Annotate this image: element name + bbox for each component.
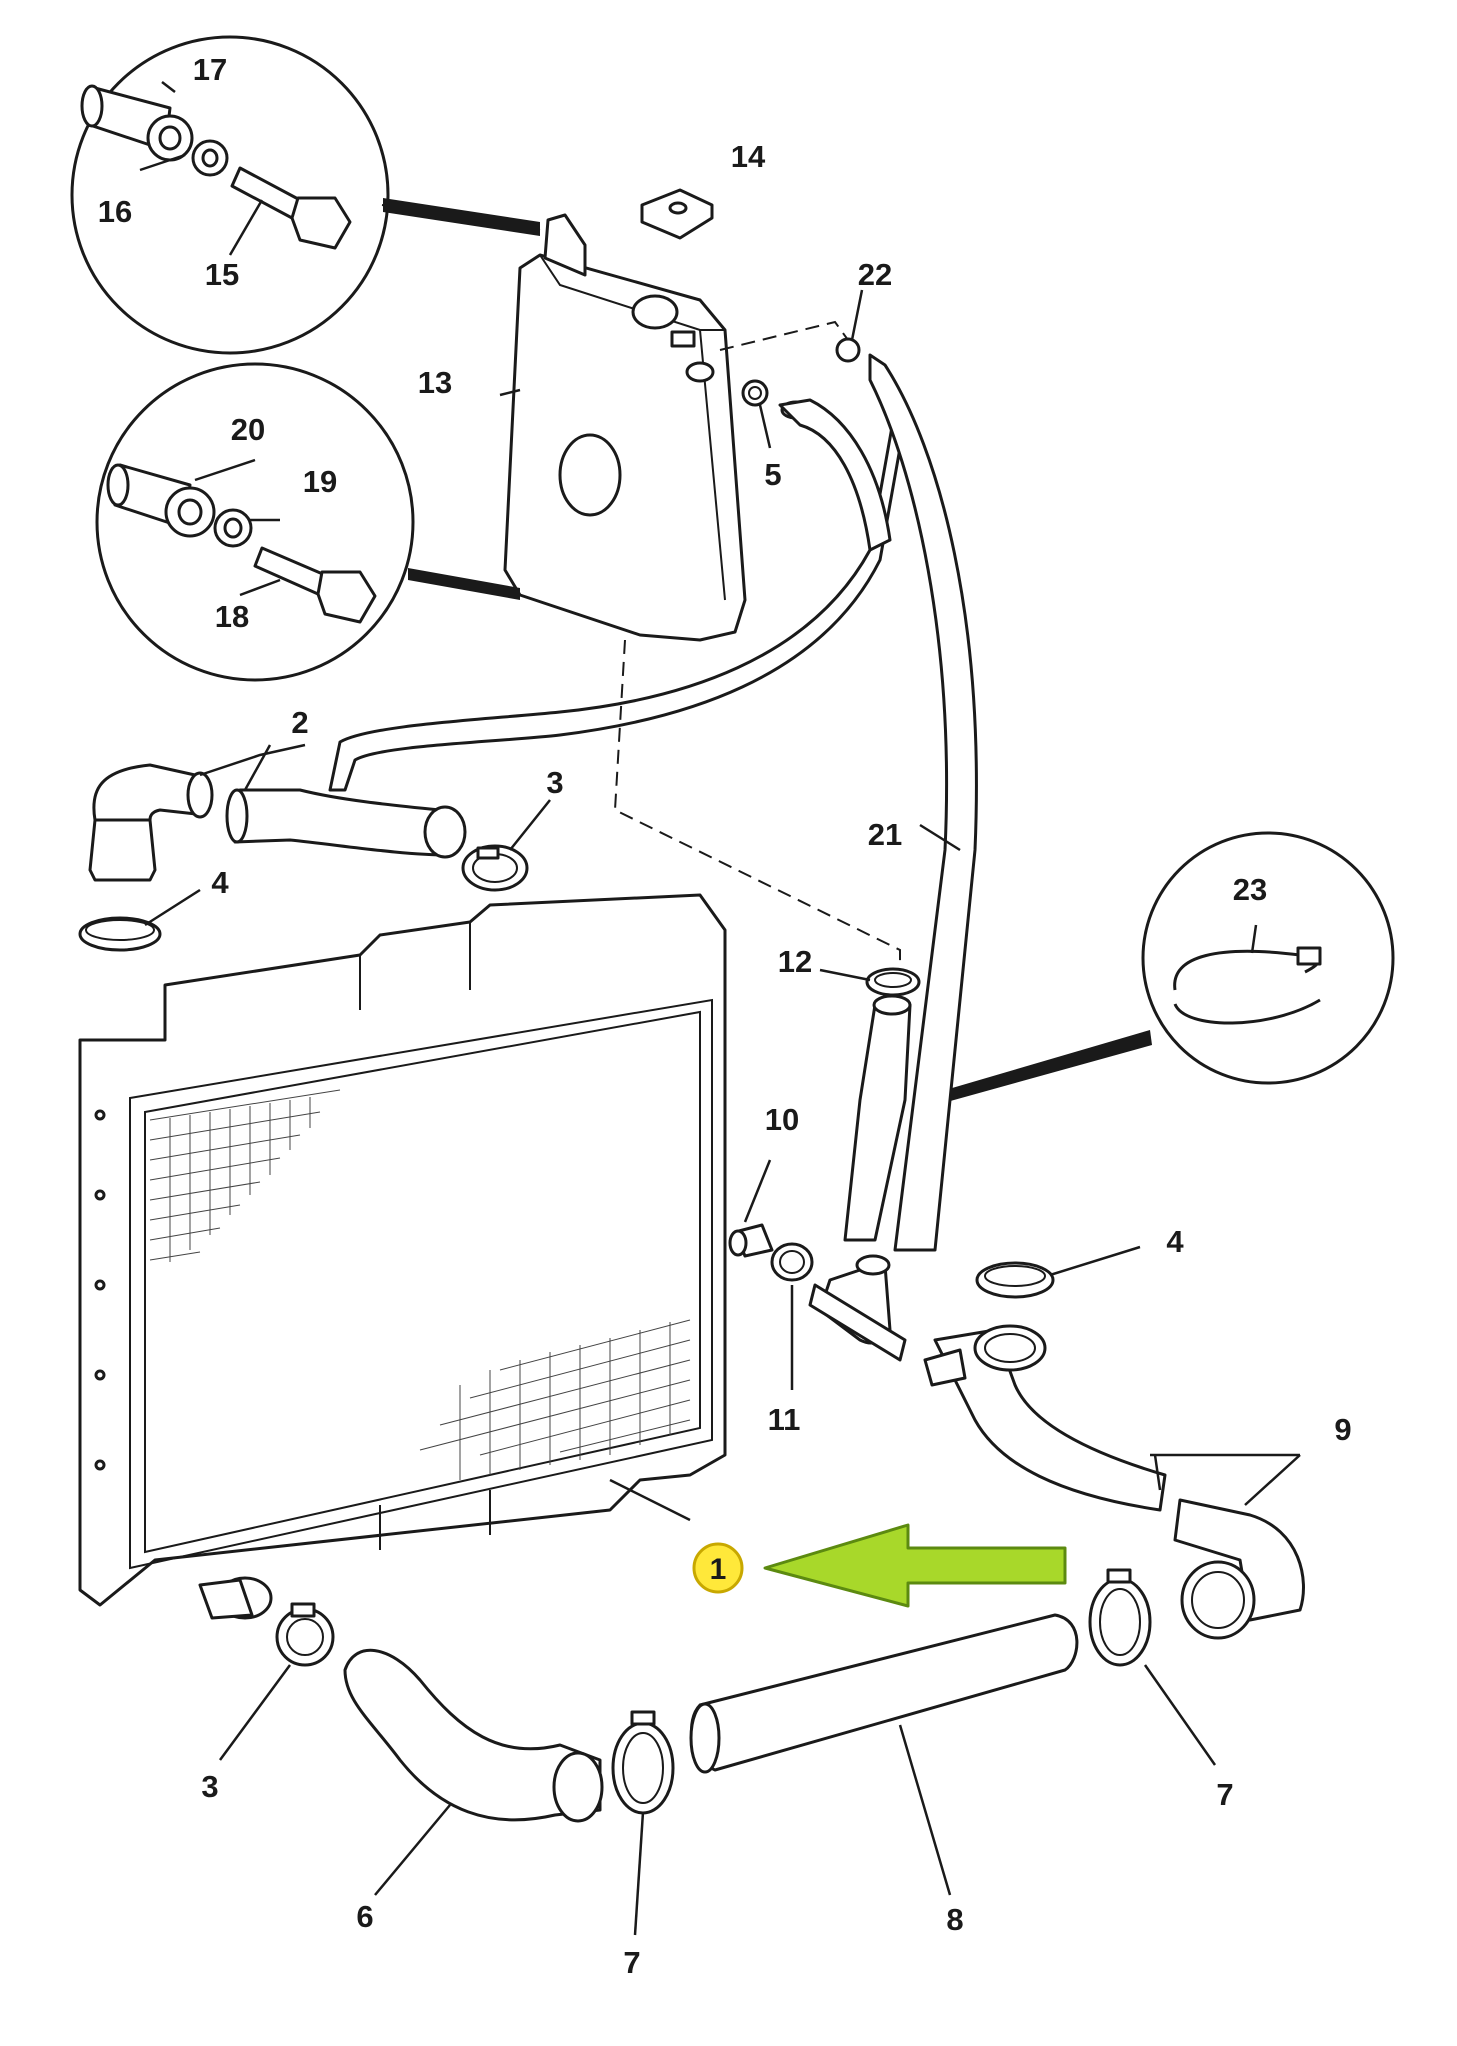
callout-17: 17 [193,52,227,87]
sleeve-10 [728,1223,774,1258]
callout-19: 19 [303,464,337,499]
callout-8: 8 [946,1902,963,1937]
callout-2: 2 [291,705,308,740]
callout-3-upper: 3 [546,765,563,800]
hose-upper-left [88,763,214,882]
radiator-core-mesh-top [149,1089,341,1262]
callout-22: 22 [858,257,892,292]
detail-circle-clip [918,831,1395,1110]
clip-7-right [1088,1568,1152,1667]
clip-11 [770,1242,814,1282]
radiator [78,893,727,1620]
radiator-core-mesh-bottom [419,1319,691,1480]
callout-7-right: 7 [1216,1777,1233,1812]
highlight-circle [692,1542,744,1594]
callout-labels: 1 2 3 3 4 4 5 6 7 7 8 9 10 11 12 13 14 1… [98,52,1352,1980]
clip-5 [741,379,769,407]
detail-circle-lower-bolt [95,362,520,682]
clip-4-left [78,916,162,952]
hose-6-end [552,1751,604,1823]
callout-13: 13 [418,365,452,400]
callout-7-left: 7 [623,1945,640,1980]
bleed-hose-upper [778,398,892,552]
highlight-arrow [763,1523,1067,1608]
callout-21: 21 [868,817,902,852]
clip-7-left [611,1710,675,1815]
callout-4-right: 4 [1166,1224,1184,1259]
callout-16: 16 [98,194,132,229]
filler-cap [640,188,714,240]
callout-6: 6 [356,1899,373,1934]
clip-3-upper [461,844,529,892]
hose-9 [923,1324,1305,1640]
hose-upper-right [225,788,467,859]
callout-10: 10 [765,1102,799,1137]
callout-5: 5 [764,457,781,492]
guide-line-tank [613,639,901,968]
leader-lines [139,81,1301,1936]
callout-15: 15 [205,257,239,292]
clip-22 [835,337,861,363]
guide-line-cap [719,320,849,351]
callout-9: 9 [1334,1412,1351,1447]
callout-12: 12 [778,944,812,979]
clip-4-right [975,1261,1055,1299]
pipe-8 [689,1613,1079,1774]
callout-18: 18 [215,599,249,634]
callout-3-lower: 3 [201,1769,218,1804]
overflow-hose [868,353,978,1252]
callout-23: 23 [1233,872,1267,907]
expansion-tank [503,213,747,642]
clip-3-lower [275,1602,335,1667]
callout-4-left: 4 [211,865,229,900]
callout-14: 14 [731,139,766,174]
detail-circle-upper-bolt [70,35,541,355]
clip-12 [865,967,921,997]
hose-tee-section [808,994,912,1362]
callout-11: 11 [768,1402,801,1437]
callout-20: 20 [231,412,265,447]
callout-1: 1 [710,1553,727,1586]
